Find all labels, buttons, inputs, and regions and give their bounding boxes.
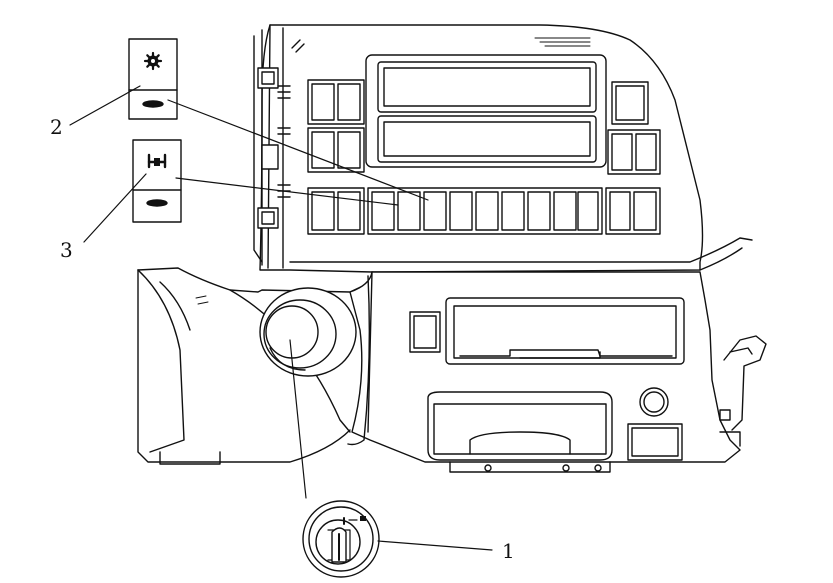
display-upper bbox=[377, 61, 597, 113]
upper-switch-panel bbox=[253, 24, 753, 273]
lower-dashboard bbox=[137, 267, 767, 473]
display-lower bbox=[377, 115, 597, 163]
side-clip bbox=[257, 207, 279, 229]
side-clip bbox=[257, 67, 279, 89]
round-button bbox=[639, 387, 669, 417]
blank-switch bbox=[611, 81, 649, 125]
right-bracket bbox=[723, 335, 767, 431]
headlight-switch-socket bbox=[259, 287, 357, 377]
callout-number-3: 3 bbox=[60, 238, 73, 262]
headlight-rotary-switch bbox=[302, 500, 380, 578]
blank-switch-group bbox=[605, 187, 661, 235]
switch-row bbox=[367, 187, 603, 235]
blank-switch-group bbox=[607, 129, 661, 175]
blank-switch-group bbox=[307, 79, 365, 125]
glove-box bbox=[427, 391, 613, 461]
side-clip bbox=[261, 144, 279, 170]
glove-box-handle bbox=[469, 431, 571, 455]
leader-line-1b bbox=[377, 540, 493, 551]
gear-icon bbox=[143, 51, 163, 71]
leader-line-3b bbox=[175, 177, 399, 206]
leader-line-3a bbox=[83, 173, 147, 243]
switch-detail-3 bbox=[132, 139, 182, 223]
vent-blank bbox=[409, 311, 441, 353]
callout-number-1: 1 bbox=[502, 539, 515, 563]
blank-switch-group bbox=[307, 127, 365, 173]
switch-detail-2 bbox=[128, 38, 178, 120]
blank-switch-group bbox=[307, 187, 365, 235]
callout-number-2: 2 bbox=[50, 115, 63, 139]
leader-line-2b bbox=[167, 99, 429, 201]
radio-display-frame bbox=[365, 54, 607, 168]
leader-lines bbox=[69, 85, 493, 551]
leader-line-2a bbox=[69, 85, 141, 126]
leader-line-1a bbox=[289, 339, 307, 499]
storage-tray bbox=[445, 297, 685, 365]
differential-lock-icon bbox=[147, 153, 167, 169]
square-socket bbox=[627, 423, 683, 461]
switch-row-cells bbox=[371, 191, 599, 231]
